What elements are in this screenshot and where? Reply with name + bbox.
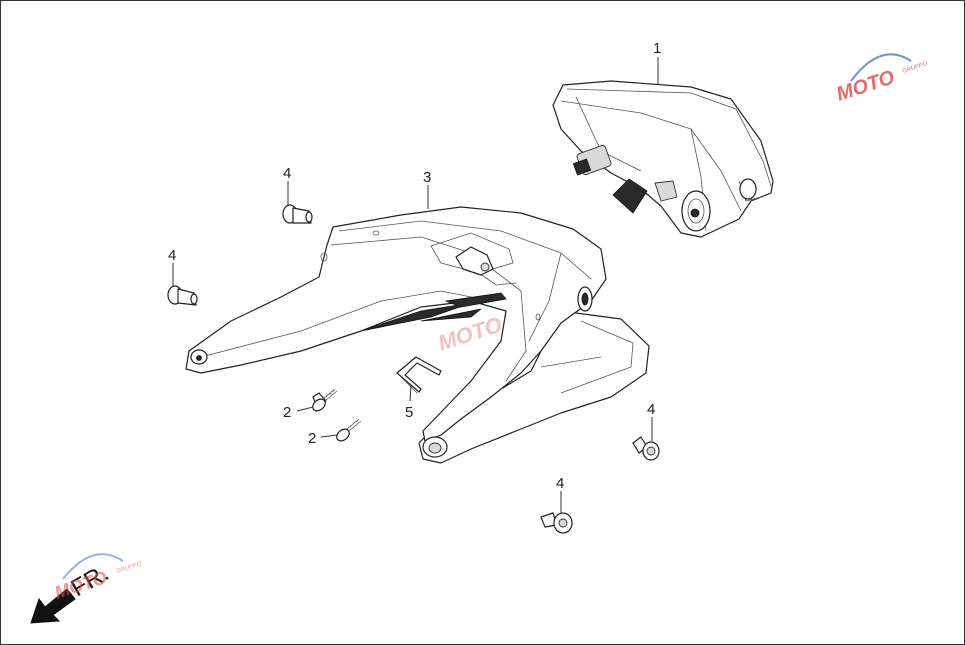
callout-2-lower: 2: [308, 430, 316, 447]
part-4-bolt-right: [632, 436, 660, 461]
watermark-swoosh-icon: [850, 53, 912, 82]
watermark-subtext: GRUPPO: [902, 61, 929, 75]
watermark-text: MOTO: [834, 66, 898, 105]
callout-4-right: 4: [647, 401, 655, 418]
callout-4-bottom: 4: [556, 475, 564, 492]
callout-2-upper: 2: [283, 404, 291, 421]
part-1-tail-light: [552, 80, 774, 238]
watermark-subtext-bl: GRUPPO: [116, 561, 143, 575]
watermark-swoosh-icon-bl: [62, 553, 124, 580]
watermark-top-right: MOTO GRUPPO: [834, 53, 929, 106]
callout-3: 3: [423, 169, 431, 186]
callout-1: 1: [653, 40, 661, 57]
part-3-rear-cowl: [185, 206, 650, 464]
callout-4-left: 4: [168, 247, 176, 264]
part-2-screw-upper: [312, 388, 338, 412]
callout-labels: 1 2 2 3 4 4 4 4 5: [168, 40, 661, 492]
part-4-bolt-top: [282, 204, 313, 224]
callout-5: 5: [405, 404, 413, 421]
part-4-bolt-left: [167, 285, 198, 306]
part-2-screw-lower: [336, 418, 362, 442]
front-arrow-icon: [30, 588, 76, 624]
callout-4-top: 4: [283, 165, 291, 182]
part-4-bolt-bottom: [540, 512, 573, 534]
leader-lines: [172, 57, 659, 513]
part-5-clip: [396, 356, 442, 394]
